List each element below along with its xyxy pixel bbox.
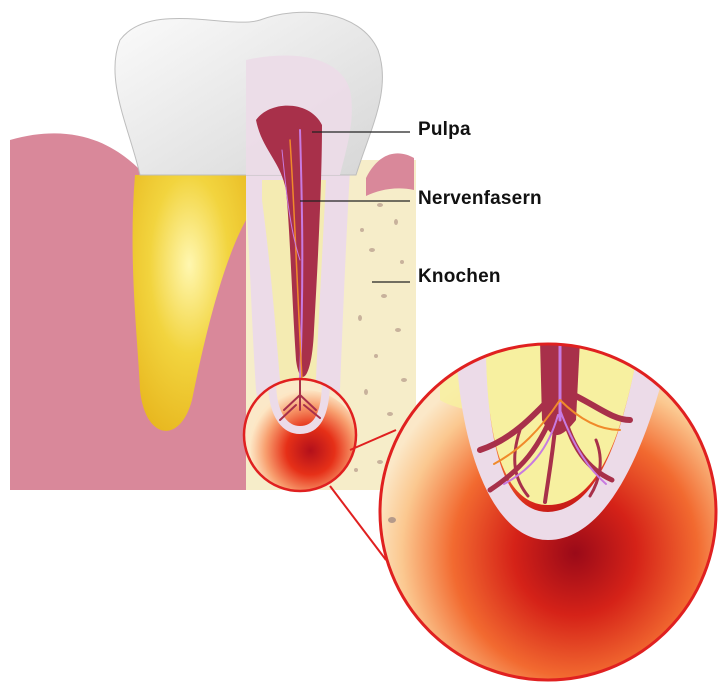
label-knochen: Knochen bbox=[418, 266, 501, 288]
zoom-connector-bottom bbox=[330, 486, 386, 560]
label-nervenfasern: Nervenfasern bbox=[418, 188, 542, 210]
label-pulpa: Pulpa bbox=[418, 119, 471, 141]
